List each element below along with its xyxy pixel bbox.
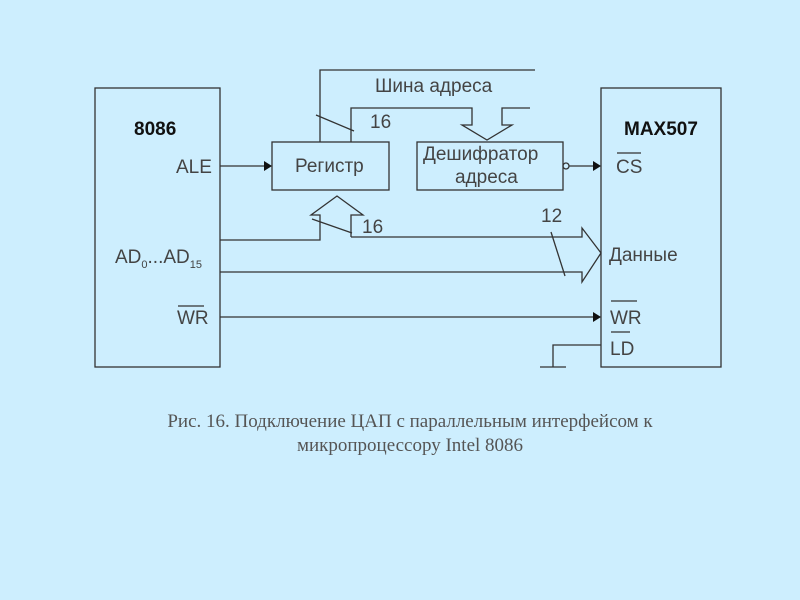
ale-label: ALE xyxy=(176,157,212,178)
arrowhead-icon xyxy=(593,161,601,171)
decoder-label-2: адреса xyxy=(455,167,518,188)
ld-label: LD xyxy=(610,339,634,360)
data-bus-arrow xyxy=(220,226,602,285)
cpu-label: 8086 xyxy=(134,119,176,140)
cpu-block xyxy=(94,87,221,368)
bus-width-slash xyxy=(550,231,566,277)
address-bus-line xyxy=(319,69,535,142)
bus-width-slash xyxy=(315,114,355,132)
cs-label: CS xyxy=(616,157,642,178)
address-bus-label: Шина адреса xyxy=(375,76,493,97)
ad-width-label: 16 xyxy=(362,217,383,238)
addr-width-label: 16 xyxy=(370,112,391,133)
ad-label: AD0...AD15 xyxy=(115,247,202,271)
inverter-bubble xyxy=(562,162,570,170)
cpu-wr-label: WR xyxy=(177,308,209,329)
data-width-label: 12 xyxy=(541,206,562,227)
dac-wr-label: WR xyxy=(610,308,642,329)
arrowhead-icon xyxy=(593,312,601,322)
dac-block xyxy=(600,87,722,368)
caption-line-1: Рис. 16. Подключение ЦАП с параллельным … xyxy=(167,411,653,432)
caption-line-2: микропроцессору Intel 8086 xyxy=(296,435,524,456)
data-label: Данные xyxy=(609,245,678,266)
bus-width-slash xyxy=(311,218,353,234)
register-label: Регистр xyxy=(295,156,364,177)
arrowhead-icon xyxy=(264,161,272,171)
ad-bus-register-arrow xyxy=(220,195,365,241)
address-bus-arrow xyxy=(350,107,530,142)
figure-caption: Рис. 16. Подключение ЦАП с параллельным … xyxy=(100,410,720,458)
ld-line xyxy=(552,344,601,367)
dac-label: MAX507 xyxy=(624,119,698,140)
decoder-label-1: Дешифратор xyxy=(423,144,538,165)
